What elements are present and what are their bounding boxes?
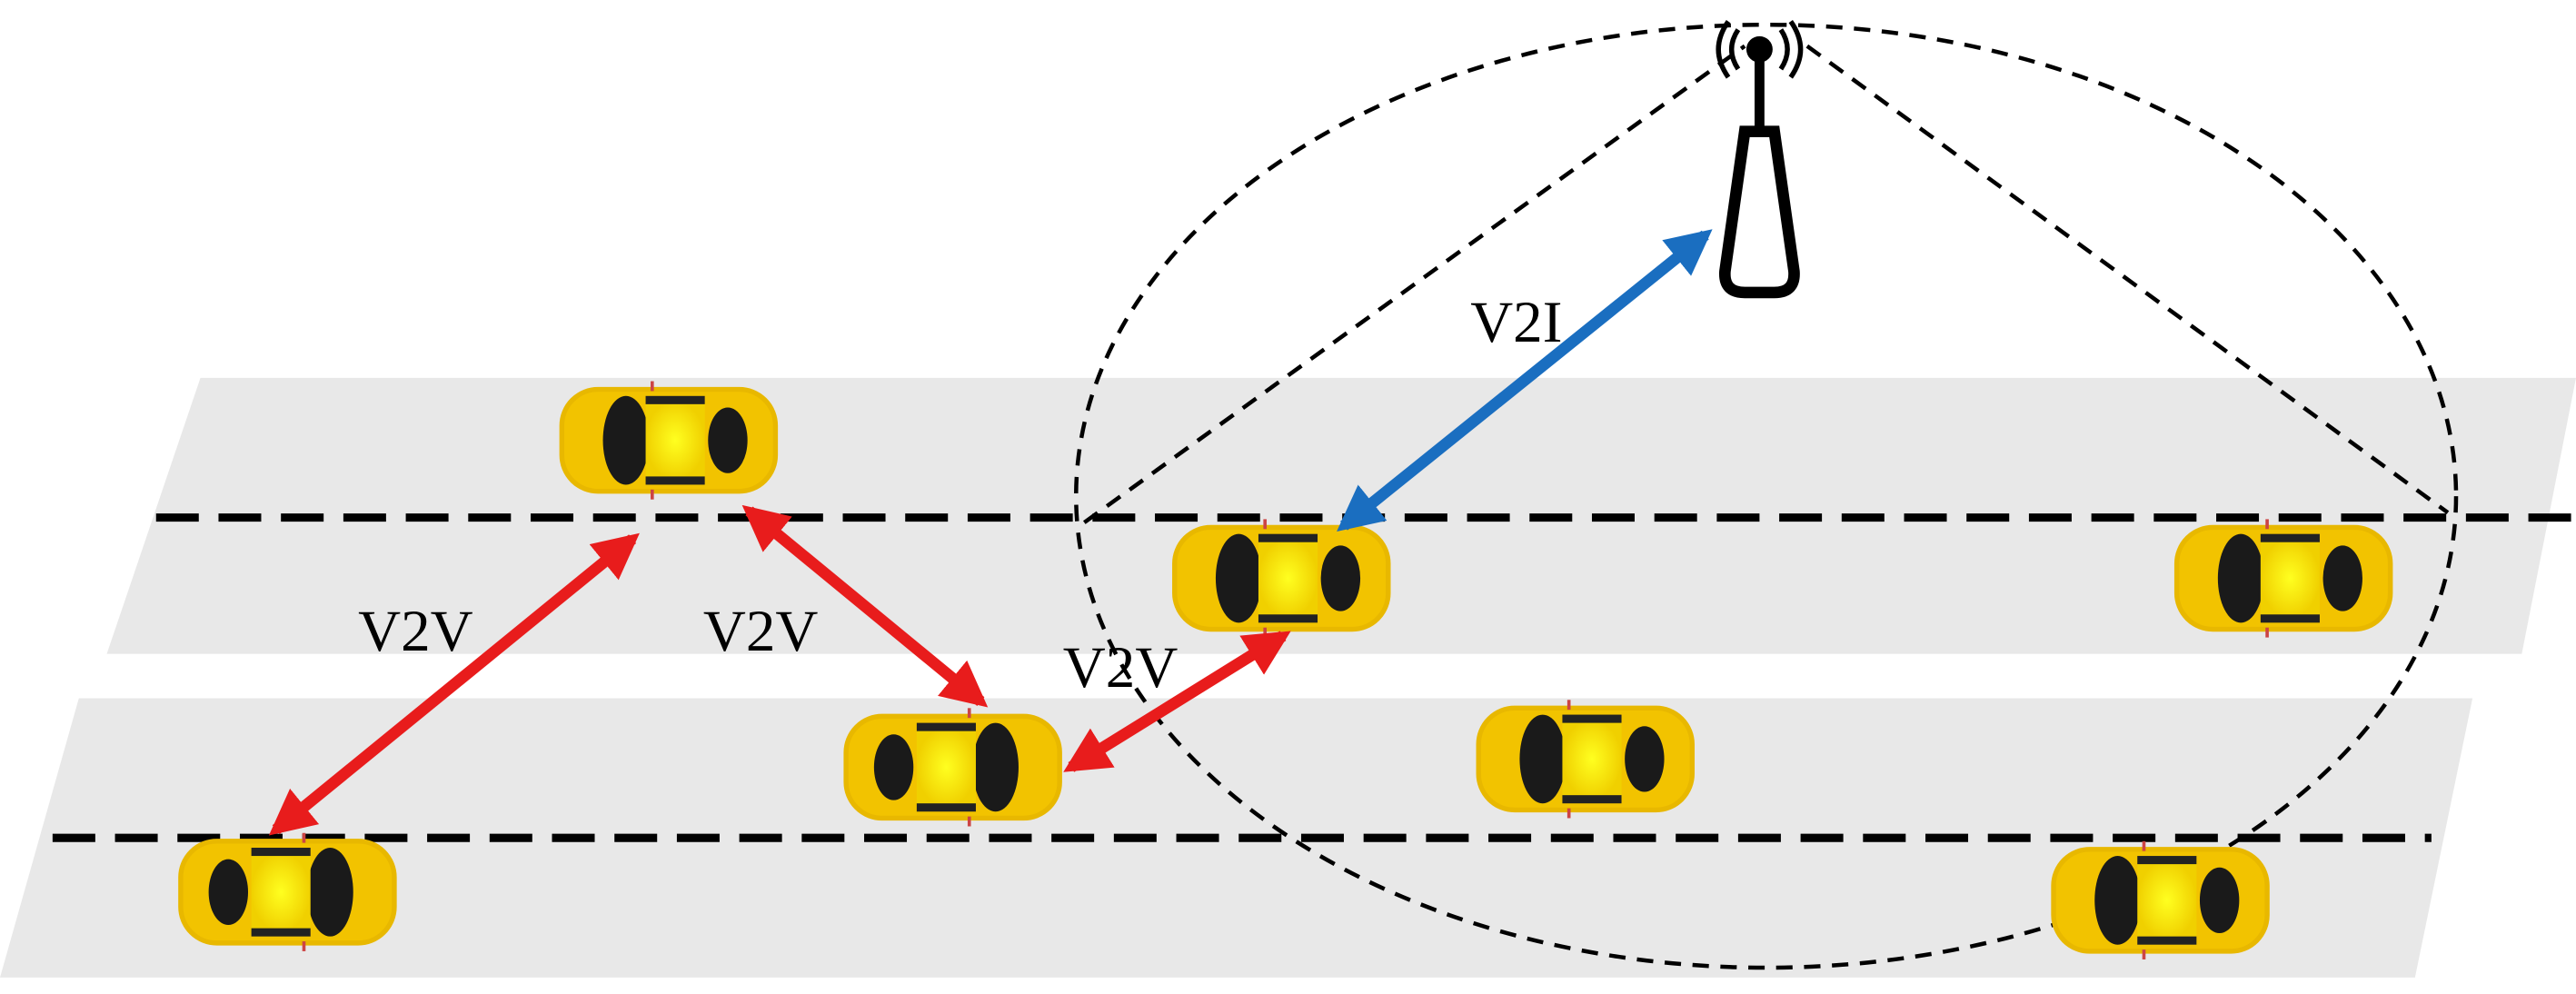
v2i-label: V2I bbox=[1470, 290, 1562, 355]
coverage-area bbox=[1074, 22, 2459, 970]
car-icon bbox=[1175, 519, 1388, 637]
v2v-label-right: V2V bbox=[1063, 635, 1179, 701]
coverage-cone-right bbox=[1805, 44, 2450, 515]
v2v-link-arrow bbox=[741, 504, 989, 708]
base-station-tower-icon bbox=[1716, 20, 1804, 299]
car-icon bbox=[846, 708, 1059, 826]
v2v-link-arrow bbox=[1063, 631, 1291, 772]
car-icon bbox=[2054, 841, 2267, 959]
car-icon bbox=[2177, 519, 2391, 637]
car-icon bbox=[1478, 700, 1692, 818]
v2v-link-arrow bbox=[268, 532, 640, 836]
car-icon bbox=[562, 382, 775, 500]
car-icon bbox=[181, 833, 394, 951]
v2v-label-left: V2V bbox=[358, 599, 473, 664]
v2i-link-arrow bbox=[1337, 229, 1713, 532]
v2v-label-middle: V2V bbox=[703, 599, 819, 664]
